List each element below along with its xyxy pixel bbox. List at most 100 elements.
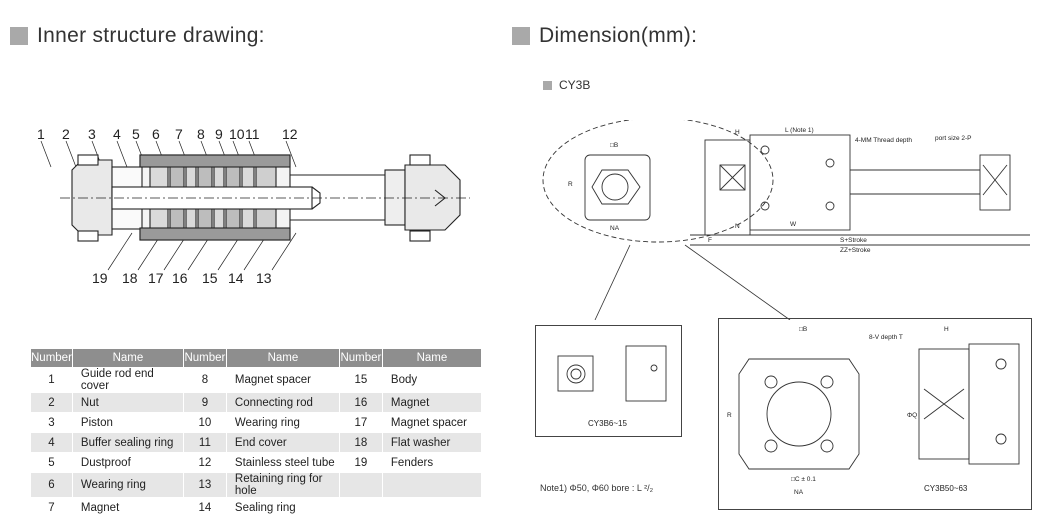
part-number-cell: 2 [30,392,73,413]
part-name-cell: Magnet [71,497,184,518]
callout-leader-line [116,140,128,168]
square-bullet-icon [512,27,530,45]
detail-right-h: H [944,326,949,333]
detail-left-caption: CY3B6~15 [588,419,627,428]
part-name-cell: Wearing ring [225,412,340,433]
part-number-cell: 17 [338,412,383,433]
dim-label-cb: □B [610,142,618,149]
callout-label: 12 [282,126,298,142]
part-number-cell: 15 [338,367,383,393]
part-number-cell: 12 [182,452,227,473]
part-number-cell: 10 [182,412,227,433]
part-number-cell: 8 [182,367,227,393]
callout-leader-line [65,140,77,168]
part-number-cell: 4 [30,432,73,453]
part-number-cell [338,497,383,518]
part-number-cell: 16 [338,392,383,413]
dim-label-n: N [735,223,740,230]
bore-note: Note1) Φ50, Φ60 bore : L ²/₂ [540,483,654,493]
part-name-cell: Connecting rod [225,392,340,413]
small-square-bullet-icon [543,80,552,90]
part-number-cell: 13 [182,472,227,498]
part-name-cell: Guide rod end cover [71,367,184,393]
dim-label-w: W [790,221,797,228]
part-number-cell: 19 [338,452,383,473]
inner-structure-title-text: Inner structure drawing: [37,24,265,47]
part-number-cell: 14 [182,497,227,518]
callout-label: 18 [122,270,138,286]
dimension-title-text: Dimension(mm): [539,24,698,47]
header-number: Number [338,348,383,368]
dim-label-r: R [568,181,573,188]
part-name-cell: Body [381,367,482,393]
callout-label: 4 [113,126,121,142]
part-number-cell: 6 [30,472,73,498]
part-name-cell [381,472,482,498]
square-bullet-icon [10,27,28,45]
inner-structure-title: Inner structure drawing: [10,24,265,48]
dimension-title: Dimension(mm): [512,24,697,48]
part-name-cell: Nut [71,392,184,413]
detail-right-depth: 8-V depth T [869,334,903,341]
dim-label-thread: 4-MM Thread depth [855,137,912,144]
part-name-cell: Flat washer [381,432,482,453]
part-number-cell: 7 [30,497,73,518]
model-label-text: CY3B [559,78,591,92]
dim-label-s-stroke: S+Stroke [840,237,867,244]
callout-leader-line [285,140,297,168]
part-name-cell: Wearing ring [71,472,184,498]
part-name-cell: Buffer sealing ring [71,432,184,453]
parts-table-header: Number Name Number Name Number Name [30,348,482,368]
header-name: Name [381,348,482,368]
header-number: Number [30,348,73,368]
callout-leader-line [107,232,133,271]
dim-label-l: L (Note 1) [785,127,814,134]
callout-label: 2 [62,126,70,142]
part-number-cell [338,472,383,498]
model-label: CY3B [543,78,590,92]
detail-right-q: ΦQ [907,412,917,419]
part-name-cell: Piston [71,412,184,433]
callout-label: 10 [229,126,245,142]
callout-label: 15 [202,270,218,286]
callout-label: 13 [256,270,272,286]
dim-label-h: H [735,129,740,136]
detail-right-cc: □C ± 0.1 [791,476,816,483]
part-name-cell: Stainless steel tube [225,452,340,473]
part-name-cell [381,497,482,518]
detail-right-na: NA [794,489,804,496]
header-name: Name [225,348,340,368]
callout-label: 5 [132,126,140,142]
callout-label: 8 [197,126,205,142]
part-number-cell: 3 [30,412,73,433]
part-number-cell: 5 [30,452,73,473]
callout-label: 7 [175,126,183,142]
part-name-cell: Magnet spacer [225,367,340,393]
callout-label: 17 [148,270,164,286]
dim-label-port: port size 2-P [935,135,972,142]
dimension-main-drawing: □B R NA H L (Note 1) 4-MM Thread depth p… [542,120,1030,254]
callout-label: 9 [215,126,223,142]
detail-right-cb: □B [799,326,807,333]
header-name: Name [71,348,184,368]
detail-right-caption: CY3B50~63 [924,484,968,493]
callout-leader-line [40,140,52,168]
detail-left-box: CY3B6~15 [535,325,682,437]
dim-label-f: F [708,237,712,244]
callout-label: 11 [245,126,260,142]
part-name-cell: Fenders [381,452,482,473]
part-number-cell: 1 [30,367,73,393]
callout-leader-line [271,232,297,271]
callout-label: 6 [152,126,160,142]
zoom-lines [594,244,791,320]
dim-label-zz-stroke: ZZ+Stroke [840,247,871,254]
part-name-cell: Retaining ring for hole [225,472,340,498]
